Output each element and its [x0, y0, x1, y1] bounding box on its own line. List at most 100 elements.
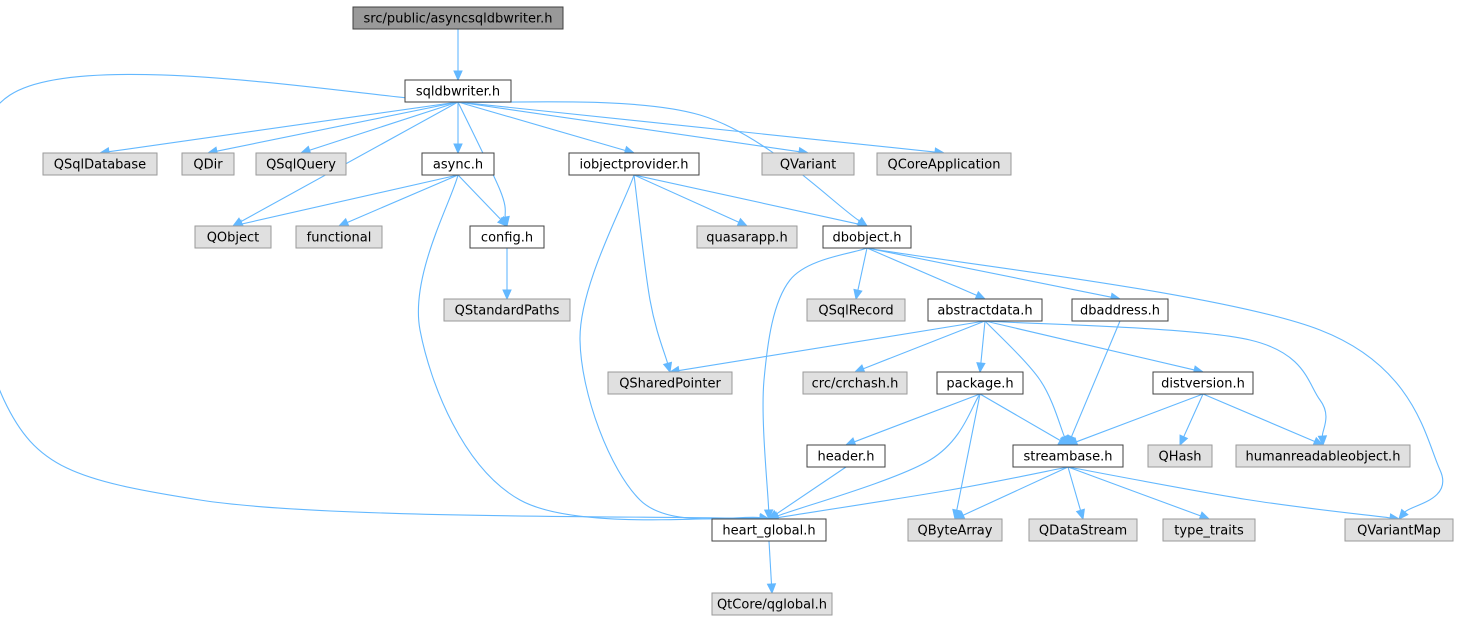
- edge-async-to-functional: [347, 174, 459, 223]
- node-dbobject[interactable]: dbobject.h: [822, 225, 912, 249]
- node-streambase[interactable]: streambase.h: [1012, 444, 1124, 468]
- edge-streambase-to-QVariantMap: [1067, 466, 1391, 519]
- node-label: QDir: [193, 158, 223, 173]
- node-label: functional: [307, 231, 372, 246]
- node-label: type_traits: [1174, 524, 1244, 539]
- node-config[interactable]: config.h: [469, 225, 545, 249]
- node-label: package.h: [946, 377, 1013, 392]
- arrowhead-abstractdata-to-crchash: [853, 364, 866, 373]
- node-QStandardPaths: QStandardPaths: [443, 298, 571, 322]
- node-quasarapp: quasarapp.h: [696, 225, 798, 249]
- node-label: abstractdata.h: [937, 304, 1032, 319]
- node-async[interactable]: async.h: [421, 152, 495, 176]
- arrowhead-package-to-streambase: [1057, 436, 1070, 446]
- node-QSqlQuery: QSqlQuery: [255, 152, 347, 176]
- node-label: crc/crchash.h: [812, 377, 899, 392]
- edge-iobjectprovider-to-heart_global: [579, 174, 761, 520]
- node-label: QSqlDatabase: [54, 158, 146, 173]
- node-package[interactable]: package.h: [936, 371, 1024, 395]
- node-box: [936, 371, 1024, 395]
- node-label: QObject: [207, 231, 260, 246]
- arrowhead-package-to-header: [844, 437, 857, 447]
- edge-package-to-streambase: [979, 393, 1061, 441]
- node-box: [421, 152, 495, 176]
- node-QObject: QObject: [194, 225, 272, 249]
- node-box: [1012, 444, 1124, 468]
- node-abstractdata[interactable]: abstractdata.h: [927, 298, 1043, 322]
- edge-sqldbwriter-to-QObject: [240, 101, 459, 223]
- node-label: QVariantMap: [1357, 524, 1441, 539]
- edge-streambase-to-type_traits: [1067, 466, 1201, 517]
- node-label: QSharedPointer: [619, 377, 721, 392]
- edge-iobjectprovider-to-dbobject: [633, 174, 859, 225]
- arrowhead-distversion-to-QHash: [1179, 434, 1189, 447]
- node-box: [469, 225, 545, 249]
- node-label: distversion.h: [1161, 377, 1245, 392]
- edge-distversion-to-QHash: [1183, 393, 1204, 438]
- node-label: QCoreApplication: [888, 158, 1001, 173]
- edge-sqldbwriter-to-QSqlDatabase: [108, 101, 459, 153]
- arrowhead-asyncsqldbwriter-to-sqldbwriter: [453, 70, 463, 82]
- node-qglobal: QtCore/qglobal.h: [711, 592, 833, 616]
- node-crchash: crc/crchash.h: [802, 371, 908, 395]
- node-box: [194, 225, 272, 249]
- edge-distversion-to-streambase: [1076, 393, 1204, 443]
- node-QSqlDatabase: QSqlDatabase: [42, 152, 158, 176]
- node-label: heart_global.h: [722, 524, 815, 539]
- edge-abstractdata-to-package: [980, 320, 986, 364]
- node-box: [181, 152, 235, 176]
- node-distversion[interactable]: distversion.h: [1152, 371, 1254, 395]
- node-box: [607, 371, 733, 395]
- edge-abstractdata-to-crchash: [863, 320, 986, 370]
- node-header[interactable]: header.h: [806, 444, 886, 468]
- edge-sqldbwriter-to-iobjectprovider: [457, 101, 626, 152]
- node-label: QSqlQuery: [266, 158, 336, 173]
- edge-sqldbwriter-to-config: [457, 101, 506, 218]
- node-QSqlRecord: QSqlRecord: [806, 298, 906, 322]
- edge-streambase-to-QDataStream: [1067, 466, 1082, 511]
- node-box: [876, 152, 1012, 176]
- edge-streambase-to-heart_global: [777, 466, 1069, 519]
- edge-package-to-QByteArray: [956, 393, 981, 511]
- node-box: [822, 225, 912, 249]
- node-label: dbobject.h: [833, 231, 902, 246]
- edge-distversion-to-humanreadableobject: [1202, 393, 1315, 442]
- node-box: [404, 79, 512, 103]
- node-label: humanreadableobject.h: [1246, 450, 1401, 465]
- edge-abstractdata-to-distversion: [984, 320, 1195, 371]
- edge-package-to-header: [854, 393, 981, 443]
- node-layer: src/public/asyncsqldbwriter.h sqldbwriter…: [42, 6, 1454, 616]
- edge-async-to-config: [457, 174, 502, 220]
- node-box: [352, 6, 564, 30]
- node-box: [806, 298, 906, 322]
- node-label: iobjectprovider.h: [579, 158, 688, 173]
- node-box: [1147, 444, 1213, 468]
- node-label: QtCore/qglobal.h: [717, 598, 827, 613]
- node-QVariant: QVariant: [761, 152, 855, 176]
- node-box: [907, 518, 1003, 542]
- arrowhead-async-to-config: [496, 215, 508, 227]
- edge-dbobject-to-abstractdata: [866, 247, 977, 296]
- edge-streambase-to-QByteArray: [962, 466, 1069, 516]
- node-label: header.h: [818, 450, 875, 465]
- node-box: [761, 152, 855, 176]
- edge-dbobject-to-heart_global: [762, 247, 868, 511]
- edge-header-to-heart_global: [776, 466, 847, 515]
- node-box: [295, 225, 383, 249]
- node-dbaddress[interactable]: dbaddress.h: [1071, 298, 1169, 322]
- node-label: streambase.h: [1024, 450, 1113, 465]
- node-label: sqldbwriter.h: [416, 85, 500, 100]
- node-QDataStream: QDataStream: [1028, 518, 1138, 542]
- node-iobjectprovider[interactable]: iobjectprovider.h: [568, 152, 700, 176]
- edge-dbaddress-to-streambase: [1070, 320, 1121, 437]
- edge-async-to-QObject: [241, 174, 459, 225]
- edge-package-to-heart_global: [777, 393, 981, 517]
- node-box: [1071, 298, 1169, 322]
- node-heart_global[interactable]: heart_global.h: [711, 518, 827, 542]
- node-box: [1235, 444, 1411, 468]
- node-label: QVariant: [780, 158, 836, 173]
- node-QByteArray: QByteArray: [907, 518, 1003, 542]
- node-asyncsqldbwriter[interactable]: src/public/asyncsqldbwriter.h: [352, 6, 564, 30]
- edge-abstractdata-to-humanreadableobject: [984, 320, 1327, 437]
- node-sqldbwriter[interactable]: sqldbwriter.h: [404, 79, 512, 103]
